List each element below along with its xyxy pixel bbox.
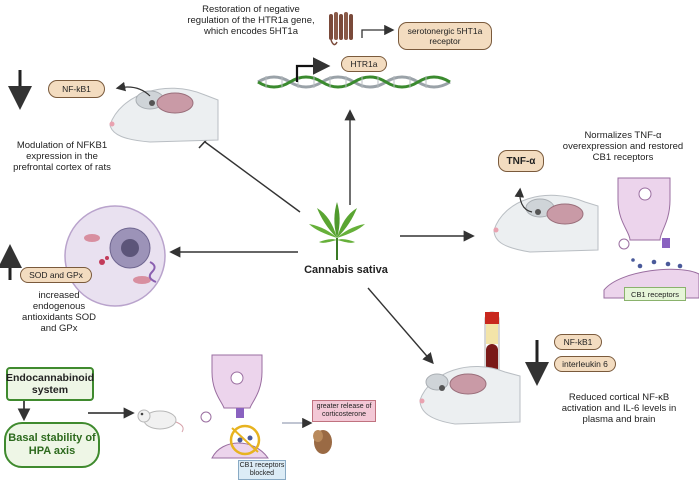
dna-helix-icon xyxy=(257,75,451,89)
arrow-brain-to-pill-top-left xyxy=(115,81,151,97)
bottom-right-caption: Reduced cortical NF-κB activation and IL… xyxy=(561,392,677,425)
corticosterone-note: greater release of corticosterone xyxy=(312,400,376,422)
arrow-brain-to-tnf xyxy=(514,187,533,213)
rat-head-icon-bottom-right xyxy=(419,366,521,425)
hpa-axis-box: Basal stability of HPA axis xyxy=(4,422,100,468)
gene-label-pill: HTR1a xyxy=(341,56,387,72)
synapse-bottom-left xyxy=(200,354,269,459)
nfkb1-pill-bottom-right: NF-kB1 xyxy=(554,334,602,350)
arrow-protein-to-receptor xyxy=(361,24,395,38)
right-caption: Normalizes TNF-α overexpression and rest… xyxy=(562,130,684,163)
center-label: Cannabis sativa xyxy=(304,264,388,276)
mid-left-caption: increased endogenous antioxidants SOD an… xyxy=(22,290,96,334)
cb1-receptors-note: CB1 receptors xyxy=(624,287,686,301)
mouse-icon xyxy=(137,409,184,433)
cb1-blocked-note: CB1 receptors blocked xyxy=(238,460,286,480)
sod-gpx-pill: SOD and GPx xyxy=(20,267,92,283)
inhibit-line-top-left xyxy=(204,141,301,213)
top-caption: Restoration of negative regulation of th… xyxy=(187,4,315,37)
cell-icon xyxy=(64,205,166,307)
receptor-label-pill: serotonergic 5HT1a receptor xyxy=(398,22,492,50)
receptor-protein-icon xyxy=(329,12,353,46)
top-left-caption: Modulation of NFKB1 expression in the pr… xyxy=(13,140,111,173)
cannabis-leaf-icon xyxy=(309,202,365,260)
rat-head-icon-right xyxy=(493,194,599,253)
rat-head-icon-top-left xyxy=(109,87,219,143)
endocannabinoid-box: Endocannabinoid system xyxy=(6,367,94,401)
nfkb1-pill-top-left: NF-kB1 xyxy=(48,80,105,98)
interleukin-6-pill: interleukin 6 xyxy=(554,356,616,372)
synapse-right xyxy=(603,177,699,299)
adrenal-gland-icon xyxy=(313,430,332,454)
tnf-alpha-pill: TNF-α xyxy=(498,150,544,172)
transcription-arrow xyxy=(295,57,331,82)
arrow-bottom-right xyxy=(367,287,434,365)
